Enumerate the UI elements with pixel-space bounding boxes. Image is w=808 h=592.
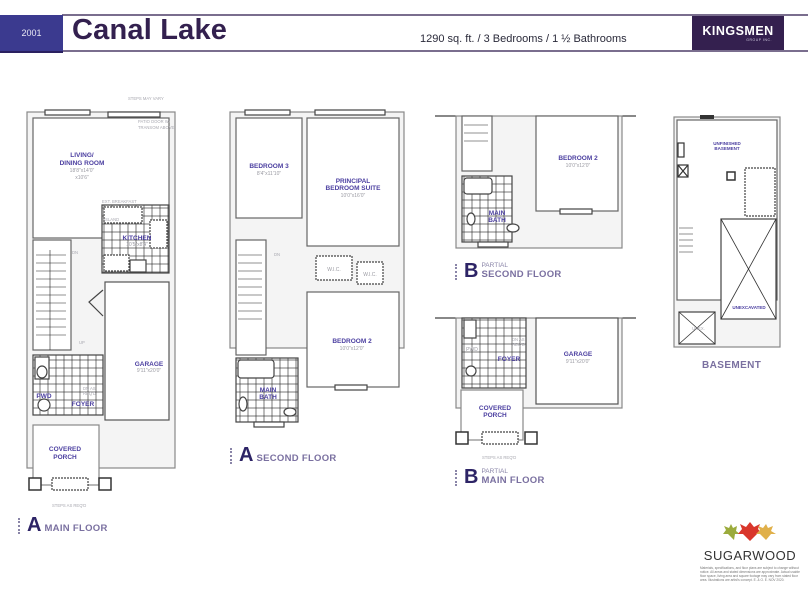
floor-title: SECOND FLOOR [256, 453, 337, 464]
room-b-foyer: FOYER [498, 356, 521, 363]
note-breakfast: EXT. BREAKFAST [102, 199, 137, 204]
dim-garage: 9'11"x20'0" [137, 368, 161, 374]
room-b-main-bath: MAIN [489, 210, 506, 217]
room-main-bath: MAIN [260, 387, 277, 394]
developer-name: SUGARWOOD [703, 548, 797, 563]
builder-logo-subtext: GROUP INC. [746, 38, 772, 42]
builder-logo-text: KINGSMEN [702, 24, 774, 38]
room-living: LIVING/ [70, 152, 94, 159]
room-b-garage: GARAGE [564, 351, 593, 358]
elevation-letter: B [464, 466, 479, 488]
plan-basement [673, 115, 781, 348]
room-dining: DINING ROOM [60, 160, 105, 167]
room-b-bedroom-2: BEDROOM 2 [558, 155, 598, 162]
note-patio-door: PATIO DOOR W/ [138, 119, 171, 124]
room-garage: GARAGE [135, 361, 164, 368]
plan-a-main-floor [26, 109, 176, 491]
model-specs: 1290 sq. ft. / 3 Bedrooms / 1 ½ Bathroom… [420, 33, 627, 45]
note-steps-reqd: STEPS AS REQ'D [52, 503, 86, 508]
dim-kitchen: 10'5"x8'4" [126, 242, 148, 248]
room-porch: COVERED [49, 446, 81, 453]
note-dn: DN [72, 250, 78, 255]
room-b-main-bath-2: BATH [488, 217, 506, 224]
dim-b-garage: 9'11"x20'0" [566, 359, 590, 365]
room-bedroom-2: BEDROOM 2 [332, 338, 372, 345]
plan-b-second-floor [435, 115, 636, 249]
model-code: 2001 [21, 28, 42, 38]
elevation-letter: A [27, 514, 42, 536]
room-principal-suite: BEDROOM SUITE [326, 185, 382, 192]
note-island: ISLAND [104, 217, 119, 222]
note-b-dn-as: DN AS [512, 337, 525, 342]
plan-label-a-main: A MAIN FLOOR [18, 514, 108, 536]
room-unfinished-basement: BASEMENT [714, 146, 740, 151]
elevation-letter: B [464, 260, 479, 282]
room-b-porch: COVERED [479, 405, 511, 412]
room-main-bath-2: BATH [259, 394, 277, 401]
room-foyer: FOYER [72, 401, 95, 408]
dim-living-2: x10'6" [75, 175, 89, 181]
dim-bedroom-2: 10'0"x12'0" [340, 346, 365, 352]
developer-logo: SUGARWOOD Materials, specifications, and… [700, 522, 800, 582]
room-b-porch-2: PORCH [483, 412, 507, 419]
room-principal: PRINCIPAL [336, 178, 371, 185]
room-unexcavated: UNEXCAVATED [732, 305, 766, 310]
floor-title: SECOND FLOOR [481, 269, 562, 280]
elevation-letter: A [239, 444, 254, 466]
plan-label-basement: BASEMENT [702, 360, 762, 371]
partial-label: PARTIAL [481, 262, 508, 269]
room-kitchen: KITCHEN [123, 235, 152, 242]
dim-bedroom-3: 8'4"x11'10" [257, 171, 281, 177]
header-rule-bottom [62, 50, 808, 52]
note-steps-may-vary: STEPS MAY VARY [128, 96, 164, 101]
note-up: UP [79, 340, 85, 345]
note-dn-as: DN AS [83, 386, 96, 391]
floor-title: MAIN FLOOR [481, 475, 545, 486]
plan-a-second-floor [229, 109, 405, 428]
plan-b-main-floor [435, 317, 636, 445]
room-unfinished: UNFINISHED [713, 141, 741, 146]
builder-logo: KINGSMEN GROUP INC. [692, 16, 784, 50]
room-unex: UNEX. [692, 326, 705, 331]
note-reqd: REQ'D [83, 391, 96, 396]
note-b-steps-reqd: STEPS AS REQ'D [482, 455, 516, 460]
room-bedroom-3: BEDROOM 3 [249, 163, 289, 170]
dim-principal: 10'0"x16'0" [341, 193, 366, 199]
maple-leaf-icon [723, 522, 776, 541]
room-porch-2: PORCH [53, 454, 77, 461]
note-b-reqd: REQ'D [512, 342, 525, 347]
room-b-powder: PWD [466, 347, 478, 353]
header-rule-top [62, 14, 808, 16]
floor-title: MAIN FLOOR [44, 523, 108, 534]
room-powder: PWD [36, 393, 51, 400]
partial-label: PARTIAL [481, 468, 508, 475]
note-transom: TRANSOM ABOVE [138, 125, 175, 130]
note-dn-2: DN [274, 252, 280, 257]
model-code-badge: 2001 [0, 15, 63, 53]
dim-living: 18'8"x14'0" [70, 168, 95, 174]
disclaimer: Materials, specifications, and floor pla… [700, 566, 800, 582]
dim-b-bedroom-2: 10'0"x12'0" [566, 163, 591, 169]
room-wic-2: W.I.C. [363, 272, 377, 278]
room-wic-1: W.I.C. [327, 267, 341, 273]
model-name: Canal Lake [72, 14, 228, 46]
plan-label-a-second: A SECOND FLOOR [230, 444, 337, 466]
